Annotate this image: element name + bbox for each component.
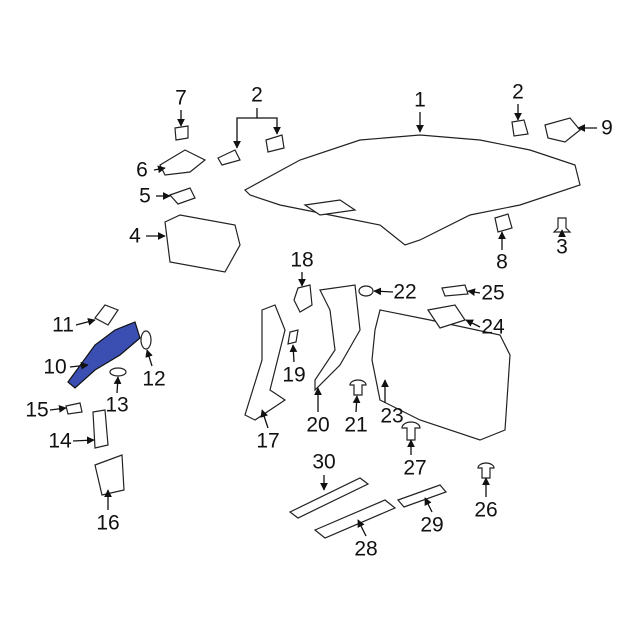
callout-21: 21	[344, 413, 368, 437]
callout-1: 1	[414, 88, 426, 112]
callout-30: 30	[312, 450, 336, 474]
part-16[interactable]	[94, 454, 125, 496]
callout-9: 9	[601, 116, 613, 140]
part-23-back-panel[interactable]	[371, 309, 511, 441]
callout-2: 2	[512, 80, 524, 104]
part-15[interactable]	[65, 402, 83, 415]
part-30[interactable]	[288, 477, 370, 519]
headliner-detail	[303, 199, 357, 216]
part-27[interactable]	[401, 421, 421, 441]
callout-17: 17	[256, 429, 280, 453]
part-29[interactable]	[396, 484, 448, 508]
callout-28: 28	[354, 537, 378, 561]
part-11[interactable]	[94, 304, 119, 326]
part-2a[interactable]	[217, 149, 241, 166]
part-8[interactable]	[494, 213, 513, 233]
part-26[interactable]	[477, 462, 495, 479]
part-14[interactable]	[92, 409, 109, 449]
callout-18: 18	[290, 248, 314, 272]
part-10-highlighted[interactable]	[67, 321, 141, 389]
callout-12: 12	[142, 367, 166, 391]
callout-20: 20	[306, 413, 330, 437]
callout-3: 3	[556, 235, 568, 259]
callout-27: 27	[403, 456, 427, 480]
leader-lines	[49, 104, 597, 537]
part-2b[interactable]	[265, 134, 285, 153]
callout-8: 8	[496, 250, 508, 274]
callout-19: 19	[282, 363, 306, 387]
callout-2: 2	[251, 83, 263, 107]
part-3[interactable]	[552, 217, 572, 233]
part-19[interactable]	[287, 329, 299, 345]
callout-23: 23	[380, 404, 404, 428]
part-24[interactable]	[426, 304, 466, 329]
part-7[interactable]	[174, 125, 189, 141]
callout-11: 11	[52, 313, 74, 337]
part-4-sun-visor[interactable]	[164, 214, 241, 273]
part-20[interactable]	[314, 284, 361, 392]
part-9[interactable]	[544, 117, 581, 143]
callout-24: 24	[481, 315, 505, 339]
part-6[interactable]	[159, 149, 207, 176]
part-13[interactable]	[109, 367, 127, 377]
part-21[interactable]	[349, 379, 367, 396]
callout-15: 15	[25, 398, 49, 422]
part-2c[interactable]	[511, 119, 529, 137]
callout-16: 16	[96, 511, 120, 535]
callout-4: 4	[129, 224, 141, 248]
part-12[interactable]	[140, 330, 152, 350]
part-18[interactable]	[293, 284, 313, 313]
part-1-headliner[interactable]	[244, 134, 581, 246]
part-22[interactable]	[358, 285, 374, 297]
part-25[interactable]	[441, 284, 469, 297]
callout-13: 13	[105, 393, 129, 417]
callout-26: 26	[474, 498, 498, 522]
callout-10: 10	[43, 355, 67, 379]
callout-14: 14	[48, 429, 72, 453]
part-28[interactable]	[313, 499, 397, 539]
callout-25: 25	[481, 281, 505, 305]
part-5[interactable]	[168, 187, 196, 205]
callout-7: 7	[175, 86, 187, 110]
callout-5: 5	[139, 184, 151, 208]
part-17[interactable]	[244, 304, 287, 421]
callout-29: 29	[420, 513, 444, 537]
callout-6: 6	[136, 158, 148, 182]
callout-22: 22	[393, 280, 417, 304]
